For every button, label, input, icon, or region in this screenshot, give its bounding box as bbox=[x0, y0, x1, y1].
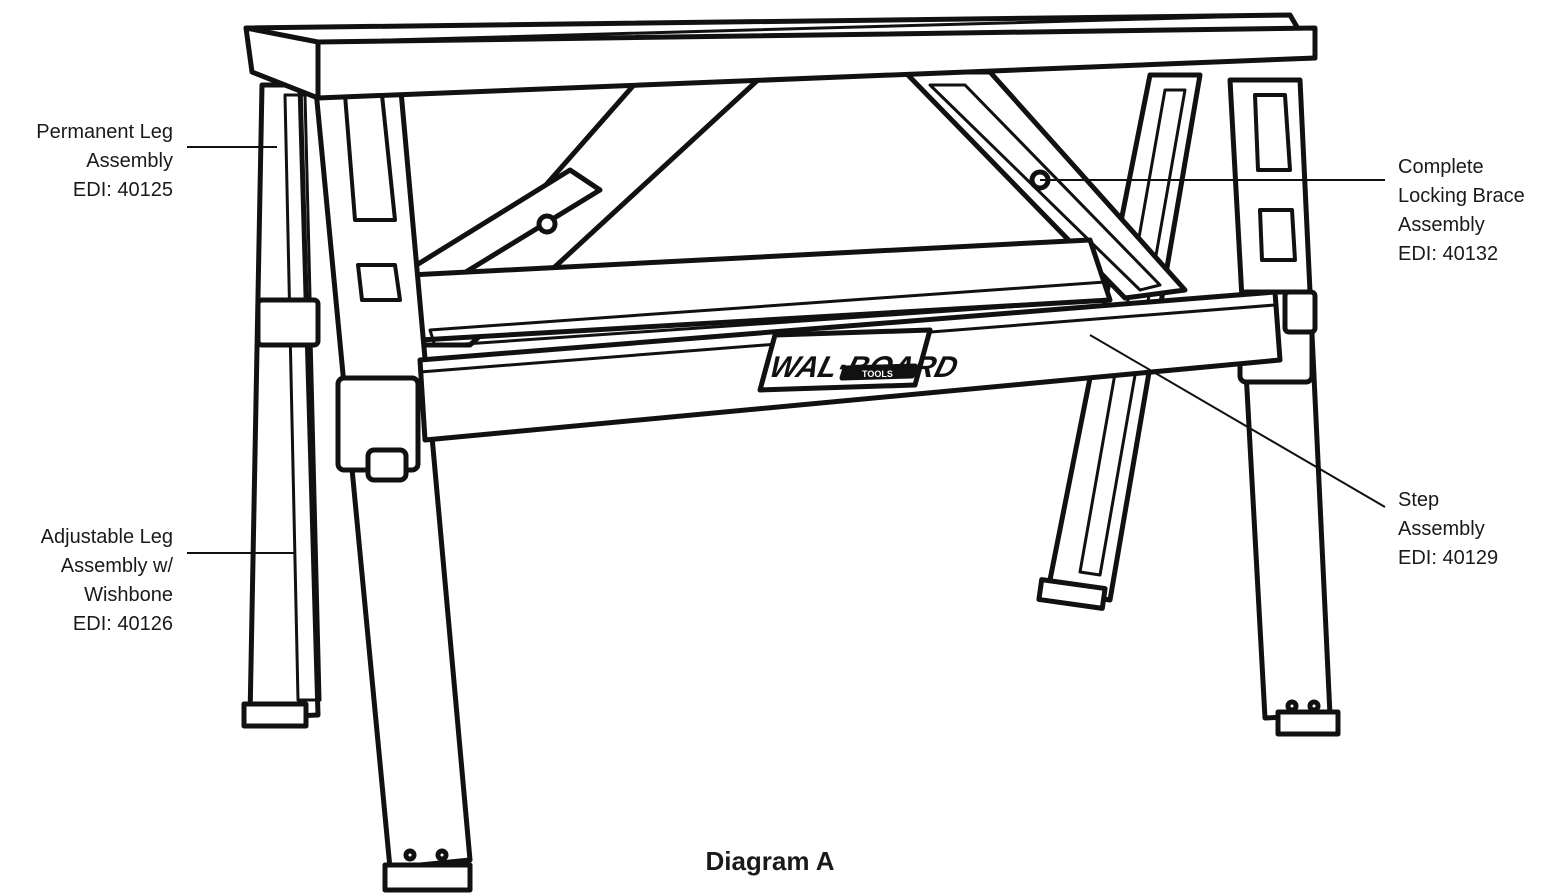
label-locking-brace: Complete Locking Brace Assembly EDI: 401… bbox=[1398, 156, 1525, 265]
leader-step bbox=[1089, 334, 1386, 508]
logo-brand-text: WAL·BOARD bbox=[766, 350, 961, 383]
front-right-leg bbox=[1227, 77, 1341, 737]
top-board bbox=[243, 12, 1318, 101]
front-left-leg bbox=[312, 77, 473, 893]
label-adjustable-leg: Adjustable Leg Assembly w/ Wishbone EDI:… bbox=[40, 526, 173, 635]
back-left-leg bbox=[241, 82, 322, 729]
diagram-caption: Diagram A bbox=[705, 846, 835, 876]
walboard-logo-plate bbox=[757, 327, 933, 393]
label-permanent-leg: Permanent Leg Assembly EDI: 40125 bbox=[36, 121, 173, 201]
label-step: Step Assembly EDI: 40129 bbox=[1398, 489, 1499, 569]
logo-sub-text: TOOLS bbox=[862, 369, 893, 379]
